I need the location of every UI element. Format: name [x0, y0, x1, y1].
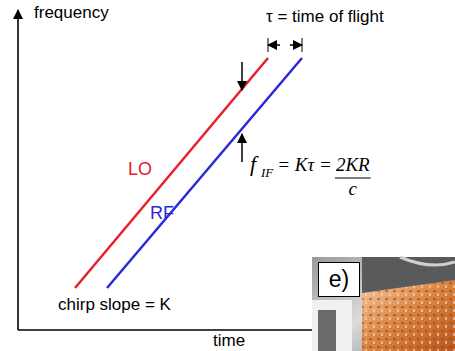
- tof-arrow: [268, 44, 280, 46]
- label-text: = Kτ =: [277, 155, 332, 176]
- label-text: τ = time of flight: [266, 8, 384, 27]
- inset-image: [312, 257, 455, 351]
- label-text: f: [250, 152, 256, 176]
- y-axis: [17, 10, 19, 330]
- if-arrow: [241, 134, 243, 162]
- label-text: c: [349, 179, 357, 200]
- label-text: IF: [261, 166, 273, 180]
- label-text: chirp slope = K: [58, 296, 171, 315]
- label-text: LO: [128, 160, 152, 180]
- lo-chirp: [75, 58, 268, 288]
- label-text: time: [213, 332, 245, 351]
- label-text: RF: [150, 204, 174, 224]
- tof-tick: [302, 38, 303, 52]
- label-text: 2KR: [336, 155, 370, 176]
- label-text: frequency: [34, 4, 109, 23]
- rf-chirp: [107, 58, 302, 288]
- panel-tag: e): [318, 262, 360, 297]
- if-arrow: [241, 62, 243, 90]
- panel-letter: e): [329, 266, 349, 292]
- tof-tick: [268, 38, 269, 52]
- tof-arrow: [290, 44, 302, 46]
